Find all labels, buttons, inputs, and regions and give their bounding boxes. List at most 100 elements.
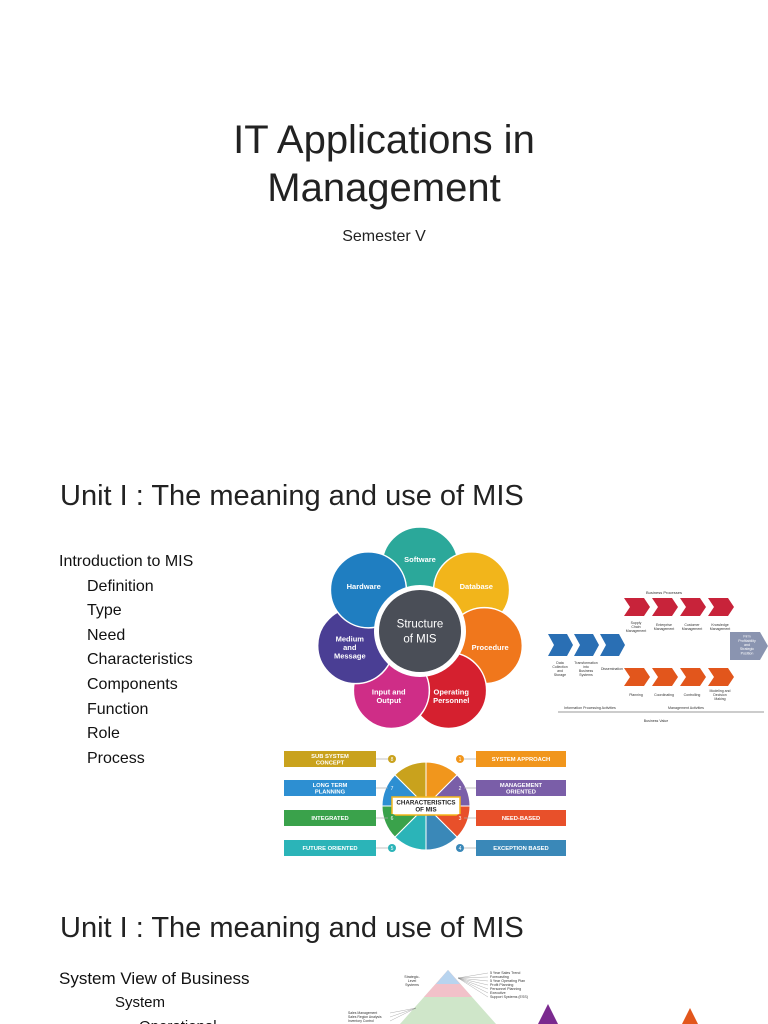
char-box bbox=[284, 780, 376, 796]
shape-orange bbox=[682, 1008, 698, 1024]
num-dot bbox=[388, 844, 396, 852]
left-chevron bbox=[574, 634, 599, 656]
top-label-line: Management bbox=[710, 627, 730, 631]
bottom-chevron bbox=[708, 668, 734, 686]
char-label-line: ORIENTED bbox=[506, 789, 536, 795]
pyramid-leader bbox=[457, 977, 489, 994]
center-label-line: CHARACTERISTICS bbox=[396, 800, 455, 807]
top-chevron bbox=[680, 598, 706, 616]
petal-label-line: Operating bbox=[434, 688, 470, 697]
top-label-line: Management bbox=[654, 627, 674, 631]
char-label-line: SUB SYSTEM bbox=[311, 754, 349, 760]
petal-label: Software bbox=[404, 555, 436, 564]
left-chevron bbox=[600, 634, 625, 656]
left-label-line: Systems bbox=[579, 673, 593, 677]
pyramid-label-right: Executive bbox=[490, 991, 506, 995]
pyramid-label-right: Forecasting bbox=[490, 975, 509, 979]
presentation-title: IT Applications in Management bbox=[0, 116, 768, 212]
pyramid-leader bbox=[457, 977, 489, 998]
pyramid-leader bbox=[389, 1007, 417, 1018]
process-heading: Business Processes bbox=[646, 590, 682, 595]
list-item: System View of Business bbox=[59, 969, 250, 988]
list-item: Operational bbox=[59, 1014, 250, 1024]
result-label-line: Strategic bbox=[740, 647, 754, 651]
top-chevron bbox=[652, 598, 678, 616]
num-label: 8 bbox=[391, 757, 394, 763]
char-label-line: CONCEPT bbox=[316, 760, 345, 766]
slide-title: IT Applications in Management Semester V bbox=[0, 0, 768, 432]
num-label: 4 bbox=[459, 846, 462, 852]
petal-label-line: Medium bbox=[336, 634, 365, 643]
char-box bbox=[476, 780, 566, 796]
list-item: Need bbox=[87, 626, 126, 644]
pyramid-leader bbox=[389, 1007, 417, 1022]
char-box bbox=[476, 751, 566, 767]
char-box bbox=[284, 840, 376, 856]
char-label-line: EXCEPTION BASED bbox=[493, 846, 548, 852]
pyramid-label-left: Sales Management bbox=[348, 1011, 377, 1015]
center-label-line: Structure bbox=[397, 619, 444, 631]
char-label-line: NEED-BASED bbox=[502, 816, 540, 822]
bottom-label-line: Controlling bbox=[684, 693, 701, 697]
num-dot bbox=[456, 814, 464, 822]
pyramid-label-left: Sales Region Analysis bbox=[348, 1015, 382, 1019]
bottom-chevron bbox=[652, 668, 678, 686]
petal-label-line: and bbox=[343, 643, 357, 652]
presentation-subtitle: Semester V bbox=[342, 228, 426, 245]
axis-left-label: Information Processing Activities bbox=[564, 706, 616, 710]
bottom-chevron bbox=[680, 668, 706, 686]
pyramid-label-left-line: Level bbox=[408, 979, 417, 983]
axis-bottom-label: Business Value bbox=[644, 719, 669, 723]
top-chevron bbox=[624, 598, 650, 616]
num-label: 5 bbox=[391, 846, 394, 852]
pyramid-leader bbox=[389, 1007, 417, 1014]
bottom-label-line: Planning bbox=[629, 693, 643, 697]
char-label: NEED-BASED bbox=[502, 816, 540, 822]
pyramid-label-right: 5 Year Sales Trend bbox=[490, 971, 520, 975]
pyramid-leader bbox=[457, 972, 489, 979]
char-box bbox=[284, 810, 376, 826]
char-label: EXCEPTION BASED bbox=[493, 846, 548, 852]
char-label: SYSTEM APPROACH bbox=[492, 757, 550, 763]
num-dot bbox=[456, 784, 464, 792]
list-item: Type bbox=[87, 602, 122, 620]
list-item: Characteristics bbox=[87, 651, 193, 669]
top-label-line: Enterprise bbox=[656, 623, 672, 627]
left-chevron bbox=[548, 634, 573, 656]
result-arrow bbox=[730, 632, 768, 660]
left-label-line: Storage bbox=[554, 673, 566, 677]
pyramid-label-right: 5 Year Operating Plan bbox=[490, 979, 525, 983]
axis-right-label: Management Activities bbox=[668, 706, 704, 710]
list-item: Definition bbox=[87, 577, 154, 595]
list-item: Introduction to MIS bbox=[59, 553, 194, 570]
pyramid-leader bbox=[457, 976, 489, 979]
num-dot bbox=[456, 755, 464, 763]
list-item: Components bbox=[87, 675, 178, 693]
petal-label-line: Message bbox=[334, 652, 366, 661]
shape-purple bbox=[538, 1004, 558, 1024]
result-label-line: Firm bbox=[743, 635, 750, 639]
char-box bbox=[476, 840, 566, 856]
petal-label-line: Database bbox=[460, 582, 493, 591]
top-label-line: Chain bbox=[631, 625, 640, 629]
center-label-line: of MIS bbox=[403, 634, 437, 646]
top-label-line: Customer bbox=[684, 623, 700, 627]
bottom-label-line: Coordinating bbox=[654, 693, 674, 697]
left-label-line: Transformation bbox=[574, 661, 597, 665]
petal-label-line: Hardware bbox=[347, 582, 381, 591]
bottom-label: Coordinating bbox=[654, 693, 674, 697]
bottom-chevron bbox=[624, 668, 650, 686]
